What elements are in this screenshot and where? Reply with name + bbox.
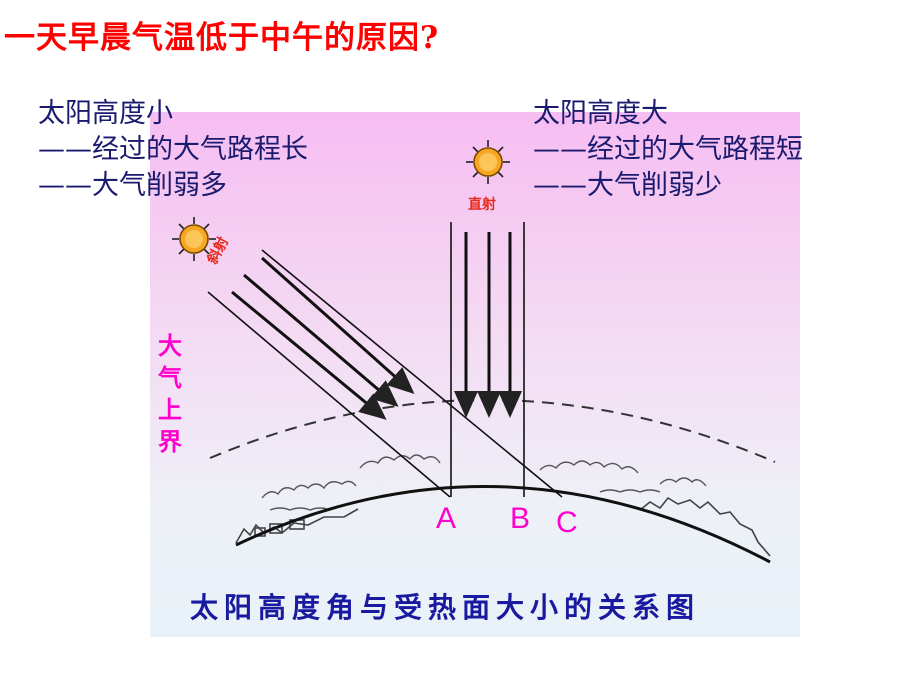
oblique-arrow-2 — [243, 273, 399, 407]
atmosphere-label-char-1: 大 — [158, 332, 182, 360]
high-sun-line-1: 太阳高度大 — [533, 98, 668, 129]
atmosphere-label-char-2: 气 — [158, 364, 182, 392]
direct-sun-icon — [466, 140, 510, 184]
diagram-background — [150, 112, 800, 637]
point-label-b: B — [510, 502, 531, 535]
clouds — [261, 454, 707, 511]
high-sun-line-2: ——经过的大气路程短 — [533, 134, 803, 165]
slide-title: 一天早晨气温低于中午的原因? — [4, 20, 440, 56]
point-label-a: A — [436, 502, 457, 535]
oblique-arrow-3 — [261, 256, 415, 394]
diagram-caption: 太阳高度角与受热面大小的关系图 — [190, 591, 701, 624]
low-sun-explanation: 太阳高度小 ——经过的大气路程长 ——大气削弱多 — [38, 96, 308, 204]
earth-surface — [235, 485, 771, 564]
oblique-sun-icon — [172, 217, 216, 261]
direct-ray-label: 直射 — [468, 197, 496, 213]
atmosphere-top-label: 大 气 上 界 — [150, 330, 190, 458]
low-sun-line-2: ——经过的大气路程长 — [38, 134, 308, 165]
low-sun-line-3: ——大气削弱多 — [38, 170, 227, 201]
oblique-arrow-1 — [231, 290, 387, 420]
oblique-boundary-ray-1 — [207, 291, 451, 498]
oblique-boundary-ray-2 — [261, 249, 563, 498]
high-sun-explanation: 太阳高度大 ——经过的大气路程短 ——大气削弱少 — [533, 96, 803, 204]
low-sun-line-1: 太阳高度小 — [38, 98, 173, 129]
point-label-c: C — [556, 506, 578, 539]
high-sun-line-3: ——大气削弱少 — [533, 170, 722, 201]
atmosphere-top-boundary — [209, 399, 776, 463]
atmosphere-label-char-3: 上 — [158, 396, 182, 424]
atmosphere-label-char-4: 界 — [158, 428, 182, 456]
